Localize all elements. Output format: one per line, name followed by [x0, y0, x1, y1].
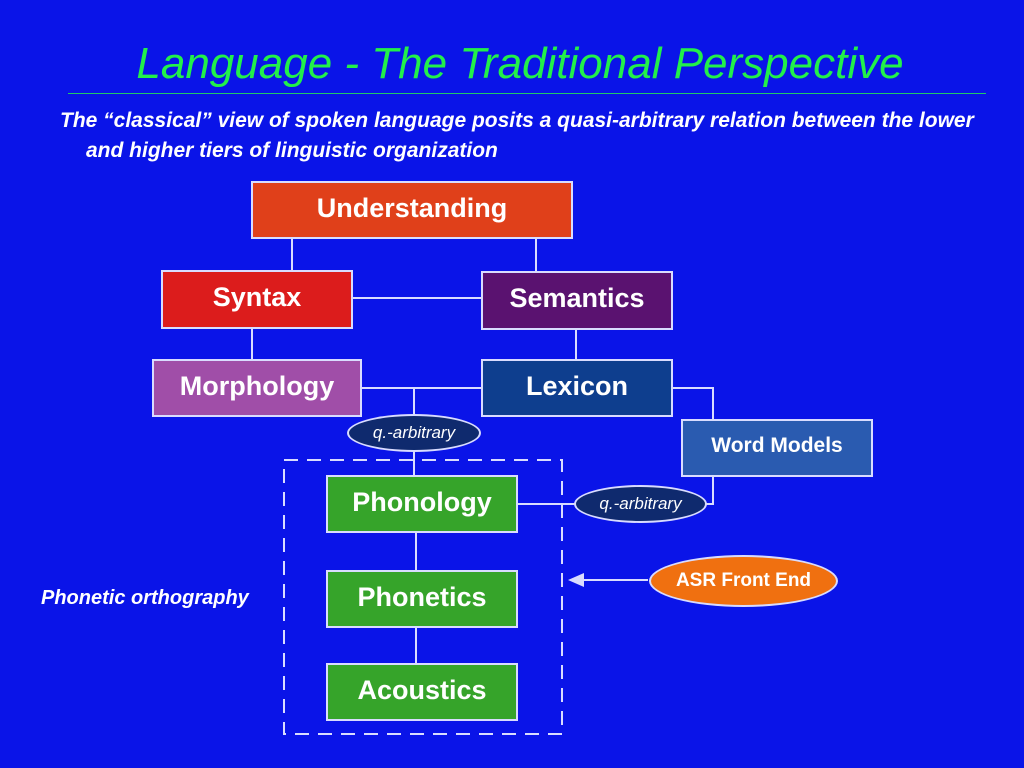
node-acoustics: Acoustics: [326, 663, 518, 721]
node-morphology: Morphology: [152, 359, 362, 417]
dashed-enclosure: [283, 459, 563, 735]
asr-front-end-label: ASR Front End: [649, 555, 838, 607]
title-divider: [68, 93, 986, 94]
node-syntax: Syntax: [161, 270, 353, 329]
node-phonology: Phonology: [326, 475, 518, 533]
node-lexicon: Lexicon: [481, 359, 673, 417]
connector-wordmodels-qarbitrary: [706, 476, 714, 505]
slide-subtitle: The “classical” view of spoken language …: [60, 109, 974, 162]
node-understanding: Understanding: [251, 181, 573, 239]
node-phonetics: Phonetics: [326, 570, 518, 628]
q-arbitrary-right-label: q.-arbitrary: [574, 485, 707, 523]
connector-lexicon-wordmodels: [672, 387, 714, 420]
node-semantics: Semantics: [481, 271, 673, 330]
node-word-models: Word Models: [681, 419, 873, 477]
asr-arrow-head: [568, 573, 584, 587]
q-arbitrary-upper-label: q.-arbitrary: [347, 414, 481, 452]
slide-title: Language - The Traditional Perspective: [136, 39, 904, 88]
phonetic-orthography-label: Phonetic orthography: [41, 587, 249, 609]
